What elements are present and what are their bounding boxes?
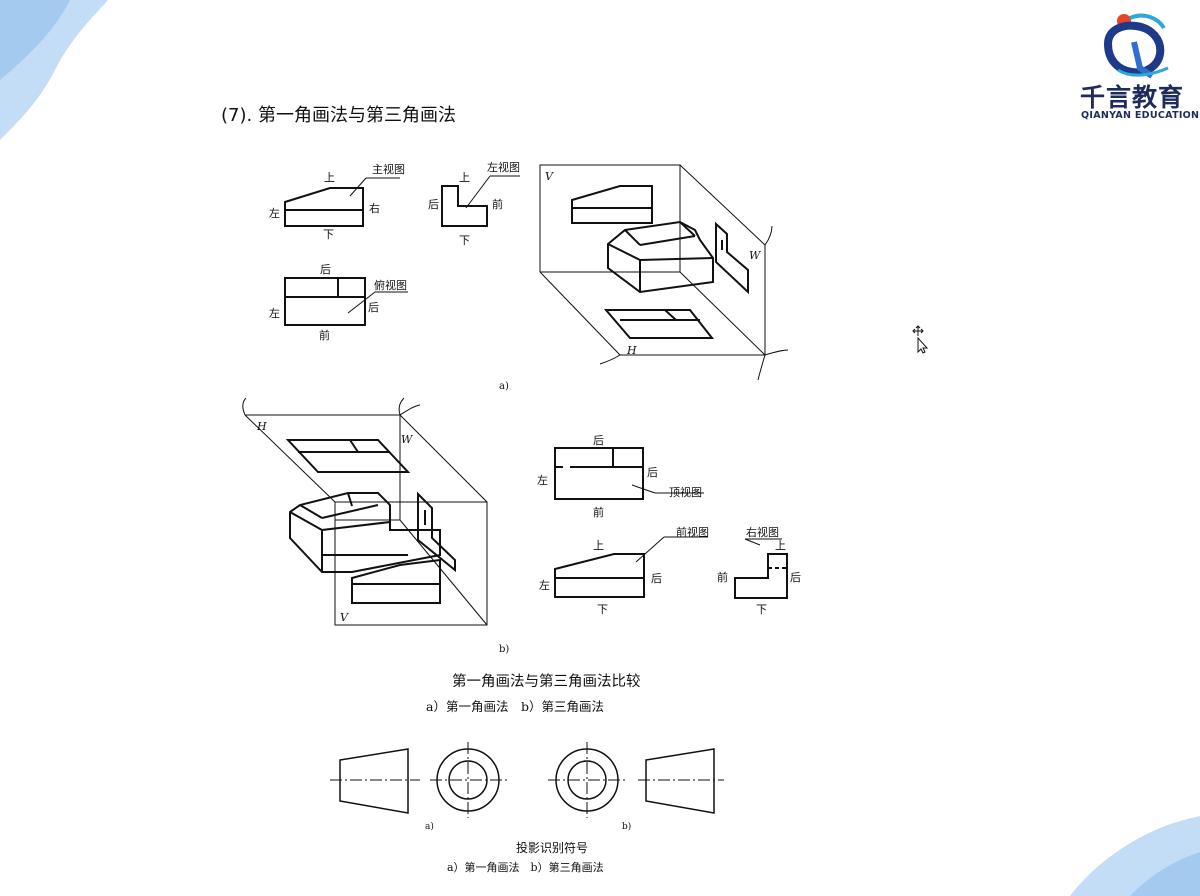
b-object-projections [285, 439, 456, 604]
a-left-view-right: 前 [492, 197, 503, 211]
figure-caption-sub: a）第一角画法 b）第三角画法 [426, 699, 604, 714]
a-plane-w: W [749, 249, 762, 262]
a-left-view-left: 后 [428, 198, 439, 211]
symbol-caption-main: 投影识别符号 [516, 841, 589, 855]
b-top-view-top: 后 [593, 434, 604, 447]
section-heading: (7). 第一角画法与第三角画法 [221, 105, 456, 126]
b-figure-label: b) [499, 644, 509, 655]
a-left-view-bottom: 下 [459, 234, 470, 247]
b-top-view-left: 左 [537, 474, 548, 487]
b-front-view-right: 后 [651, 572, 662, 585]
b-right-view-title: 右视图 [746, 525, 779, 539]
mouse-cursor-icon [912, 325, 929, 354]
a-object-projections [571, 185, 749, 339]
b-top-view-title: 顶视图 [669, 485, 702, 499]
b-top-view-right: 后 [647, 466, 658, 479]
b-front-view-bottom: 下 [597, 603, 608, 616]
symbol-first-angle [330, 742, 508, 818]
b-front-view-left: 左 [539, 579, 550, 592]
a-left-view [441, 175, 520, 227]
a-main-view [284, 177, 400, 227]
a-main-view-left: 左 [269, 207, 280, 220]
qianyan-logo-icon [1103, 13, 1169, 79]
a-left-view-top: 上 [459, 171, 470, 184]
b-plane-w: W [401, 433, 414, 446]
symbol-label-a: a) [425, 821, 434, 832]
b-front-view-top: 上 [593, 539, 604, 552]
a-plane-v: V [545, 170, 554, 183]
a-main-view-bottom: 下 [323, 228, 334, 241]
figure-caption-main: 第一角画法与第三角画法比较 [452, 674, 641, 690]
a-top-view-left: 左 [269, 307, 280, 320]
a-top-view-bottom: 前 [319, 328, 330, 342]
a-top-view [284, 277, 408, 326]
symbol-label-b: b) [622, 821, 631, 832]
bottom-right-wave-2 [1130, 852, 1200, 896]
a-main-view-right: 右 [369, 201, 380, 215]
a-projection-box [539, 164, 789, 381]
a-top-view-right: 后 [368, 301, 379, 314]
b-plane-v: V [340, 611, 349, 624]
a-left-view-title: 左视图 [487, 160, 520, 174]
symbol-third-angle [548, 742, 724, 818]
a-top-view-top: 后 [320, 263, 331, 276]
b-right-view-top: 上 [775, 539, 786, 552]
symbol-caption-sub: a）第一角画法 b）第三角画法 [447, 861, 604, 874]
logo-name: 千言教育 [1080, 83, 1185, 112]
a-top-view-title: 俯视图 [374, 278, 407, 292]
b-top-view [554, 447, 704, 500]
a-main-view-title: 主视图 [372, 162, 405, 176]
b-right-view-bottom: 下 [756, 603, 767, 616]
b-front-view-title: 前视图 [676, 525, 709, 539]
b-top-view-bottom: 前 [593, 505, 604, 519]
a-main-view-top: 上 [324, 171, 335, 184]
top-left-wave-2 [0, 0, 70, 80]
b-projection-box [242, 397, 488, 626]
a-plane-h: H [626, 344, 637, 357]
b-right-view-left: 前 [717, 570, 728, 584]
a-figure-label: a) [499, 381, 509, 392]
b-right-view [734, 538, 788, 599]
b-front-view [554, 536, 708, 598]
logo-name-en: QIANYAN EDUCATION [1081, 110, 1200, 121]
b-plane-h: H [256, 420, 267, 433]
b-right-view-right: 后 [790, 571, 801, 584]
